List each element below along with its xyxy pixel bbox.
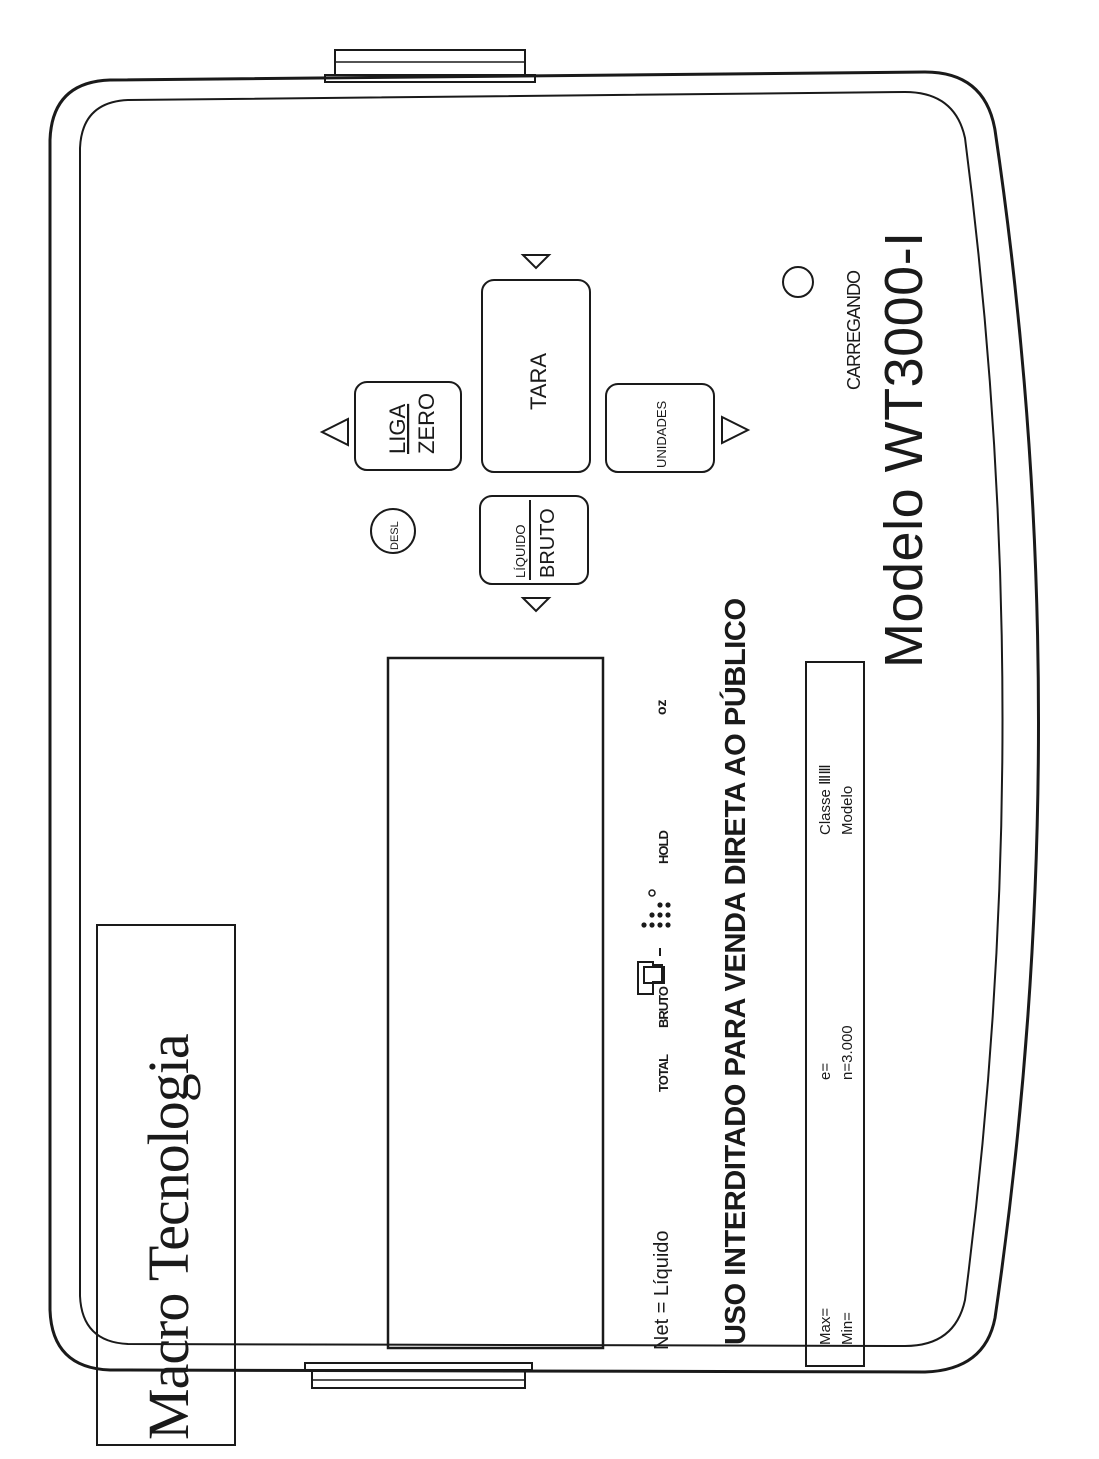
brand-box (96, 924, 236, 1446)
plate-n: n=3.000 (839, 1025, 856, 1080)
total-indicator: TOTAL (656, 1054, 671, 1092)
unidades-button[interactable]: UNIDADES (605, 383, 751, 473)
bottom-mount-clip (304, 1362, 533, 1389)
charging-indicator: CARREGANDO (782, 266, 864, 390)
zero-label: ZERO (414, 393, 439, 454)
liga-label: LIGA (385, 404, 410, 454)
tara-button[interactable]: TARA (481, 254, 591, 473)
oz-indicator: oz (653, 699, 669, 715)
charging-led (782, 266, 814, 298)
top-mount-clip (324, 49, 536, 83)
panel-outline (79, 90, 1004, 1348)
model-name: Modelo WT3000-I (874, 231, 934, 668)
net-indicator: Net = Líquido (651, 1230, 673, 1350)
liquido-bruto-button[interactable]: LÍQUIDO BRUTO (479, 495, 589, 613)
housing-outline (48, 70, 1040, 1374)
liquido-label: LÍQUIDO (513, 525, 528, 578)
desl-label: DESL (389, 521, 401, 550)
brand-block: Macro Tecnologia (96, 924, 236, 1446)
liga-zero-button[interactable]: LIGA ZERO (319, 381, 462, 471)
arrow-right-icon (520, 254, 552, 270)
arrow-up-icon (319, 417, 349, 447)
display-indicators: Net = Líquido TOTAL BRUTO HOLD oz (637, 699, 673, 1350)
desl-button[interactable]: DESL (370, 508, 416, 554)
plate-max: Max= (817, 1308, 834, 1345)
unidades-label: UNIDADES (654, 400, 669, 468)
plate-min: Min= (839, 1312, 856, 1345)
usage-notice: USO INTERDITADO PARA VENDA DIRETA AO PÚB… (718, 598, 752, 1345)
battery-icon (637, 948, 665, 995)
tara-label: TARA (526, 353, 551, 410)
plate-e: e= (817, 1063, 834, 1080)
lcd-display (386, 656, 605, 1350)
dot-matrix-icon (641, 889, 671, 928)
plate-modelo: Modelo (839, 786, 856, 835)
charging-label: CARREGANDO (844, 270, 864, 390)
bruto-indicator: BRUTO (656, 986, 671, 1028)
rating-plate: Max= Min= e= n=3.000 Classe ⅢⅢ Modelo (805, 661, 865, 1367)
arrow-left-icon (520, 597, 552, 613)
bruto-label: BRUTO (537, 508, 559, 578)
plate-classe: Classe ⅢⅢ (817, 764, 834, 835)
brand-name: Macro Tecnologia (136, 1034, 201, 1440)
arrow-down-icon (721, 415, 751, 445)
hold-indicator: HOLD (656, 831, 671, 864)
